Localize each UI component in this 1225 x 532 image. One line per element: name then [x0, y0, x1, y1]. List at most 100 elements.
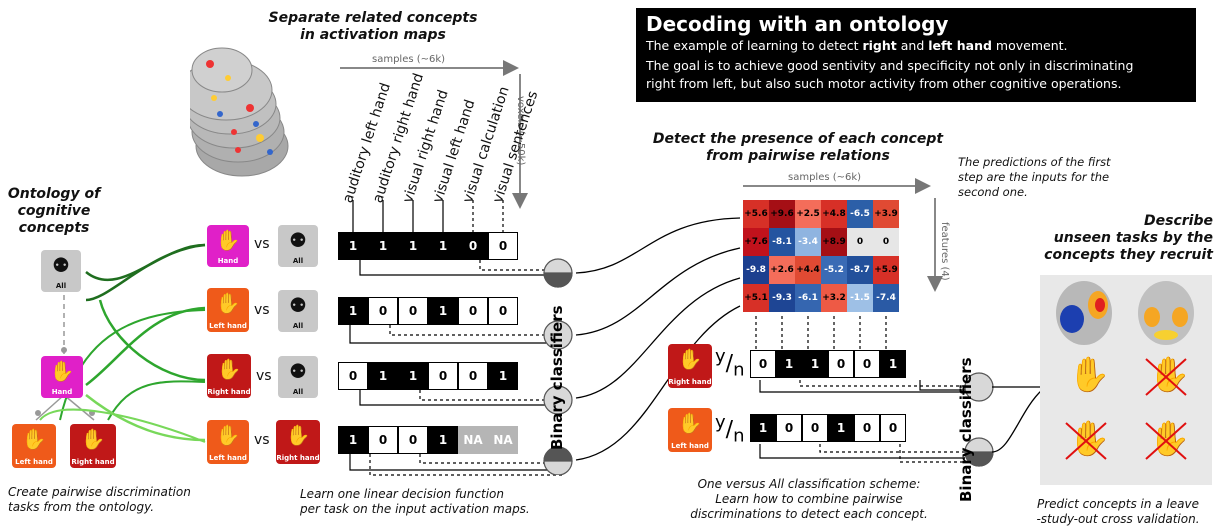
matrix-cell: 0 — [854, 414, 880, 442]
detect-row-2-tag: ✋Left hand — [668, 408, 712, 452]
brain-map-1 — [1056, 281, 1194, 345]
heatmap-connectors — [755, 316, 965, 463]
matrix-cell: 0 — [368, 297, 398, 325]
heatmap-cell: +2.6 — [769, 256, 795, 284]
activation-samples-label: samples (~6k) — [372, 54, 446, 65]
matrix-cell: 1 — [802, 350, 828, 378]
heatmap-cell: -9.8 — [743, 256, 769, 284]
classifier-connectors-1 — [349, 200, 565, 476]
classifier-to-tasks-arrows — [991, 386, 1043, 453]
network-icon: ⚉ — [289, 293, 307, 317]
left-hand-icon: ✋ — [215, 291, 241, 315]
heatmap-cell: +4.8 — [821, 200, 847, 228]
matrix-cell: 1 — [398, 232, 428, 260]
decision-heatmap: +5.6 +9.6 +2.5 +4.8 -6.5 +3.9 +7.6 -8.1 … — [743, 200, 899, 312]
left-hand-icon: ✋ — [21, 427, 47, 451]
ontology-node-all: ⚉ All — [41, 250, 81, 292]
matrix-cell: 1 — [428, 232, 458, 260]
detect-features-label: features (4) — [939, 222, 950, 281]
heatmap-cell: 0 — [873, 228, 899, 256]
matrix-cell: 0 — [802, 414, 828, 442]
matrix-cell: NA — [488, 426, 518, 454]
detect-note: The predictions of the first step are th… — [958, 155, 1111, 199]
detect-row-2-cells: 1 0 0 1 0 0 — [750, 414, 906, 442]
heatmap-cell: -8.1 — [769, 228, 795, 256]
right-hand-icon: ✋ — [80, 427, 106, 451]
activation-caption: Learn one linear decision function per t… — [300, 487, 530, 516]
pair-3-vs: vs — [256, 368, 272, 384]
detect-row-2-yn: y/n — [715, 412, 745, 447]
activation-row-4: 1 0 0 1 NA NA — [338, 426, 518, 454]
describe-panel: ✋ ✋ ✋ ✋ — [1040, 275, 1212, 485]
matrix-cell: 1 — [338, 426, 368, 454]
banner: Decoding with an ontology The example of… — [636, 8, 1196, 102]
pair-4-right-tag: ✋Right hand — [276, 420, 320, 464]
banner-line-1: The example of learning to detect right … — [646, 38, 1068, 53]
pair-4-left-tag: ✋Left hand — [207, 420, 249, 464]
heatmap-cell: +8.9 — [821, 228, 847, 256]
heatmap-cell: +4.4 — [795, 256, 821, 284]
ontology-node-right-hand: ✋ Right hand — [70, 424, 116, 468]
left-hand-icon: ✋ — [215, 423, 241, 447]
heatmap-cell: -6.1 — [795, 284, 821, 312]
heatmap-cell: 0 — [847, 228, 873, 256]
matrix-cell: 0 — [338, 362, 368, 390]
banner-line-3: right from left, but also such motor act… — [646, 76, 1122, 91]
matrix-cell: 0 — [854, 350, 880, 378]
matrix-cell: 1 — [750, 414, 776, 442]
heatmap-cell: -6.5 — [847, 200, 873, 228]
activation-row-3: 0 1 1 0 0 1 — [338, 362, 518, 390]
heatmap-cell: -7.4 — [873, 284, 899, 312]
pair-3-left-tag: ✋Right hand — [207, 354, 251, 398]
network-icon: ⚉ — [52, 253, 70, 277]
matrix-cell: 1 — [338, 297, 368, 325]
ontology-node-hand: ✋ Hand — [41, 356, 83, 398]
heatmap-cell: +7.6 — [743, 228, 769, 256]
detect-title: Detect the presence of each concept from… — [652, 131, 944, 164]
activation-row-2: 1 0 0 1 0 0 — [338, 297, 518, 325]
matrix-cell: 0 — [458, 232, 488, 260]
hands-icon: ✋ — [215, 228, 241, 252]
activation-title: Separate related concepts in activation … — [268, 10, 478, 43]
classifier-nodes-1 — [543, 258, 573, 475]
matrix-cell: NA — [458, 426, 488, 454]
pair-1-right-tag: ⚉All — [278, 225, 318, 267]
network-icon: ⚉ — [289, 359, 307, 383]
brain-slices-stack — [190, 47, 289, 177]
heatmap-cell: +5.1 — [743, 284, 769, 312]
matrix-cell: 0 — [458, 362, 488, 390]
heatmap-cell: +5.6 — [743, 200, 769, 228]
right-hand-icon: ✋ — [216, 357, 242, 381]
describe-title: Describe unseen tasks by the concepts th… — [1044, 213, 1213, 263]
matrix-cell: 0 — [368, 426, 398, 454]
activation-axes — [340, 60, 528, 209]
classifier-to-heatmap-curves — [575, 217, 741, 461]
pair-4-vs: vs — [254, 432, 270, 448]
network-icon: ⚉ — [289, 228, 307, 252]
ontology-node-left-hand: ✋ Left hand — [12, 424, 56, 468]
heatmap-cell: -5.2 — [821, 256, 847, 284]
describe-caption: Predict concepts in a leave -study-out c… — [1036, 497, 1200, 526]
matrix-cell: 0 — [880, 414, 906, 442]
matrix-cell: 0 — [428, 362, 458, 390]
heatmap-cell: +3.9 — [873, 200, 899, 228]
matrix-cell: 0 — [458, 297, 488, 325]
matrix-cell: 1 — [368, 232, 398, 260]
pair-2-left-tag: ✋Left hand — [207, 288, 249, 332]
binary-classifiers-label-2: Binary classifiers — [957, 357, 975, 502]
left-hand-icon: ✋ — [677, 411, 703, 435]
detect-samples-label: samples (~6k) — [788, 172, 862, 183]
matrix-cell: 0 — [776, 414, 802, 442]
detect-axes — [743, 178, 943, 292]
ontology-edges — [35, 243, 206, 443]
matrix-cell: 1 — [368, 362, 398, 390]
matrix-cell: 0 — [488, 232, 518, 260]
activation-row-1: 1 1 1 1 0 0 — [338, 232, 518, 260]
matrix-cell: 1 — [488, 362, 518, 390]
pair-3-right-tag: ⚉All — [278, 356, 318, 398]
matrix-cell: 1 — [398, 362, 428, 390]
heatmap-cell: -1.5 — [847, 284, 873, 312]
matrix-cell: 0 — [488, 297, 518, 325]
matrix-cell: 0 — [750, 350, 776, 378]
ontology-title: Ontology of cognitive concepts — [7, 186, 101, 236]
